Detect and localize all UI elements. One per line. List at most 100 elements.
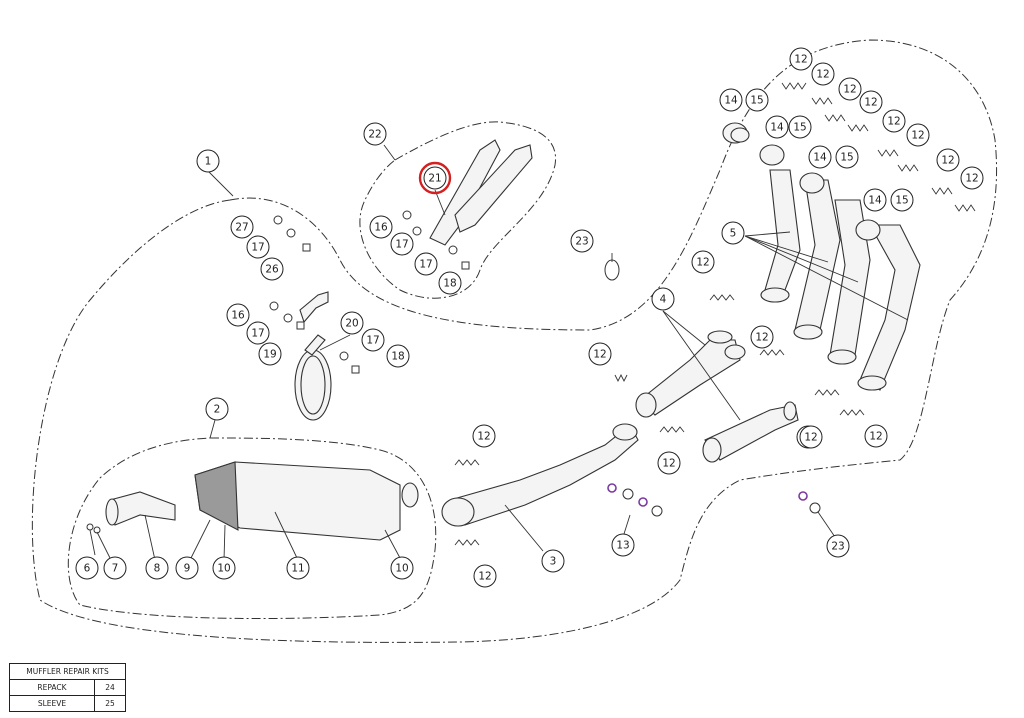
callout-9: 9 [175, 556, 199, 580]
callout-bubble [750, 325, 774, 349]
callout-bubble [246, 235, 270, 259]
callout-bubble [340, 311, 364, 335]
callout-number: 12 [662, 458, 675, 470]
callout-number: 9 [184, 563, 191, 575]
callout-12: 12 [882, 109, 906, 133]
callout-17: 17 [390, 232, 414, 256]
callout-bubble [960, 166, 984, 190]
highlight-ring-21 [418, 161, 452, 195]
callout-14: 14 [808, 145, 832, 169]
repair-kit-number: 24 [94, 679, 126, 696]
callout-12: 12 [750, 325, 774, 349]
callout-bubble [260, 257, 284, 281]
callout-number: 12 [816, 69, 829, 81]
callout-1: 1 [196, 149, 220, 173]
muffler-strap [294, 334, 332, 421]
callout-number: 15 [750, 95, 763, 107]
callout-number: 18 [443, 278, 456, 290]
callout-12: 12 [811, 62, 835, 86]
callout-bubble [890, 188, 914, 212]
callout-bubble [175, 556, 199, 580]
callout-bubble [230, 215, 254, 239]
callout-15: 15 [788, 115, 812, 139]
callout-bubble [423, 166, 447, 190]
callout-8: 8 [145, 556, 169, 580]
callout-bubble [103, 556, 127, 580]
callout-bubble [361, 328, 385, 352]
callout-bubble [799, 425, 823, 449]
callout-12: 12 [657, 451, 681, 475]
callout-bubble [390, 556, 414, 580]
callout-bubble [826, 534, 850, 558]
callout-20: 20 [340, 311, 364, 335]
callout-14: 14 [719, 88, 743, 112]
callout-bubble [611, 533, 635, 557]
callout-17: 17 [246, 235, 270, 259]
callout-bubble [765, 115, 789, 139]
callout-number: 16 [231, 310, 245, 322]
callout-number: 12 [477, 431, 490, 443]
callout-bubble [75, 556, 99, 580]
callout-17: 17 [414, 252, 438, 276]
callout-number: 14 [868, 195, 882, 207]
callout-bubble [473, 564, 497, 588]
callout-12: 12 [864, 424, 888, 448]
callout-bubble [369, 215, 393, 239]
callout-number: 12 [869, 431, 882, 443]
callout-18: 18 [438, 271, 462, 295]
callout-12: 12 [473, 564, 497, 588]
callout-bubble [472, 424, 496, 448]
callout-15: 15 [835, 145, 859, 169]
callout-number: 12 [843, 84, 856, 96]
callout-bubble [788, 115, 812, 139]
repair-kit-number: 25 [94, 695, 126, 712]
callout-bubble [936, 148, 960, 172]
callout-12: 12 [799, 425, 823, 449]
callout-bubble [438, 271, 462, 295]
callout-number: 8 [154, 563, 161, 575]
callout-number: 19 [263, 349, 276, 361]
group-boundary-2 [67, 437, 437, 620]
callout-number: 13 [616, 540, 629, 552]
callout-number: 12 [794, 54, 807, 66]
callout-number: 6 [84, 563, 91, 575]
callout-number: 4 [660, 294, 667, 306]
callout-number: 10 [395, 563, 408, 575]
callout-7: 7 [103, 556, 127, 580]
callout-bubble [363, 122, 387, 146]
callout-bubble [212, 556, 236, 580]
callout-12: 12 [838, 77, 862, 101]
callout-bubble [691, 250, 715, 274]
callout-number: 23 [831, 541, 844, 553]
callout-bubble [226, 303, 250, 327]
callout-6: 6 [75, 556, 99, 580]
callout-bubble [657, 451, 681, 475]
callout-bubble [145, 556, 169, 580]
callout-number: 12 [755, 332, 768, 344]
callout-number: 17 [419, 259, 432, 271]
callout-number: 12 [887, 116, 900, 128]
callout-12: 12 [691, 250, 715, 274]
callout-number: 7 [112, 563, 119, 575]
callout-10: 10 [390, 556, 414, 580]
callout-23: 23 [570, 229, 594, 253]
callout-number: 10 [217, 563, 230, 575]
callout-11: 11 [286, 556, 310, 580]
callout-12: 12 [472, 424, 496, 448]
leader-lines [89, 144, 909, 561]
callout-number: 26 [265, 264, 279, 276]
callout-4: 4 [651, 287, 675, 311]
callout-number: 12 [696, 257, 709, 269]
callout-13: 13 [611, 533, 635, 557]
callout-17: 17 [246, 321, 270, 345]
callout-number: 12 [804, 432, 817, 444]
callout-number: 17 [251, 242, 264, 254]
callout-bubble [286, 556, 310, 580]
callout-bubble [721, 221, 745, 245]
callout-bubble [808, 145, 832, 169]
callout-number: 27 [235, 222, 248, 234]
callout-bubble [386, 344, 410, 368]
callout-bubble [859, 90, 883, 114]
callout-bubble [811, 62, 835, 86]
